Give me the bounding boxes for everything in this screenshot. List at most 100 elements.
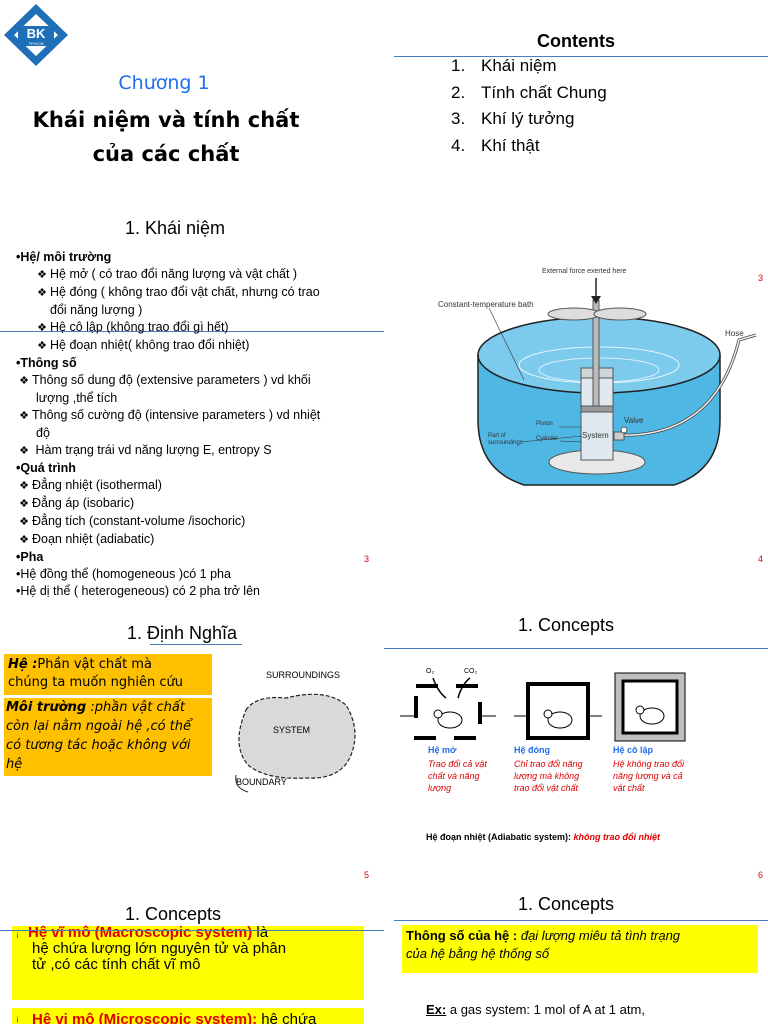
system-label: System: [582, 431, 609, 440]
bullet-heading: •Quá trình: [16, 461, 76, 475]
system-blob-figure: [235, 693, 356, 793]
bullet-text: Hàm trạng trái vd năng lượng E, entropy …: [32, 443, 272, 457]
bullet-heading: •Hệ/ môi trường: [16, 250, 112, 264]
page-number: 3: [364, 554, 370, 564]
slide-contents: Contents 1.Khái niệm 2.Tính chất Chung 3…: [384, 0, 768, 210]
diamond-bullet-icon: ❖: [37, 340, 47, 352]
slide3-body: •Hệ/ môi trường ❖Hệ mở ( có trao đổi năn…: [16, 249, 376, 600]
example-label: Ex:: [426, 1002, 447, 1017]
contents-title: Contents: [537, 31, 615, 51]
bullet-text: Đẳng tích (constant-volume /isochoric): [32, 514, 246, 528]
bullet-item: ❖Hệ cô lập (không trao đổi gì hết): [16, 319, 376, 337]
co2-label: CO₂: [464, 668, 478, 675]
contents-item: 4. Khí thật: [451, 133, 607, 160]
contents-item-number: 3.: [451, 109, 466, 128]
system-diagram-label: SYSTEM: [273, 725, 311, 735]
desc-line: vật chất: [613, 783, 645, 793]
contents-item-number: 2.: [451, 82, 466, 102]
valve-label: Valve: [624, 416, 644, 425]
contents-item-label: Khí thật: [481, 135, 540, 155]
bullet-continuation: độ: [36, 426, 50, 440]
slide8-title: 1. Concepts: [517, 894, 615, 914]
hose-label: Hose: [725, 329, 744, 338]
open-system-desc: Trao đổi cả vật chất và năng lượng: [428, 758, 487, 794]
bullet-heading: •Pha: [16, 550, 44, 564]
bullet-continuation: đổi năng lượng ): [50, 303, 143, 317]
micro-rest: hệ chứa: [257, 1011, 317, 1024]
desc-line: lượng: [428, 783, 452, 793]
closed-system-title: Hệ đóng: [514, 745, 550, 755]
bullet-item: ❖Hệ mở ( có trao đổi năng lượng và vật c…: [16, 266, 376, 284]
contents-item-number: 1.: [451, 56, 466, 75]
logo-text: BK: [26, 26, 46, 41]
system-def-line1: Phần vật chất mà: [37, 657, 152, 672]
bullet-text: Đẳng nhiệt (isothermal): [32, 478, 162, 492]
macro-line2: hệ chứa lượng lớn nguyên tử và phân: [32, 940, 287, 957]
diamond-bullet-icon: ❖: [19, 410, 29, 422]
open-system-icon: [400, 677, 496, 740]
isolated-system-title: Hệ cô lập: [613, 745, 654, 755]
surroundings-diagram-label: SURROUNDINGS: [266, 670, 341, 680]
bullet-item: ❖Đẳng tích (constant-volume /isochoric): [16, 513, 376, 531]
surroundings-def-line4: hệ: [6, 757, 23, 772]
bullet-item: ❖Thông số cường độ (intensive parameters…: [16, 407, 376, 425]
surroundings-def-line1: :phần vật chất: [86, 700, 185, 715]
logo-subtext: TP.HCM: [28, 41, 44, 46]
boundary-diagram-label: BOUNDARY: [236, 777, 287, 787]
slide-title: BK TP.HCM Chương 1 Khái niệm và tính chấ…: [0, 0, 384, 210]
parameter-def-line1: đại lượng miêu tả tình trạng: [517, 928, 681, 943]
open-system-figure: O₂ CO₂: [398, 668, 498, 742]
slide3-divider: [0, 331, 384, 332]
bullet-item: ❖Đẳng nhiệt (isothermal): [16, 477, 376, 495]
bullet-item: ❖Thông số dung độ (extensive parameters …: [16, 372, 376, 390]
parameter-term: Thông số của hệ :: [406, 928, 518, 943]
diamond-bullet-icon: ❖: [19, 516, 29, 528]
slide6-title: 1. Concepts: [517, 615, 615, 635]
desc-line: chất và năng: [428, 771, 480, 781]
diamond-bullet-icon: ❖: [19, 498, 29, 510]
diamond-bullet-icon: ❖: [19, 445, 29, 457]
adiabatic-system-note: Hệ đoạn nhiệt (Adiabatic system): không …: [426, 832, 660, 842]
bullet-text: Đoạn nhiệt (adiabatic): [32, 532, 155, 546]
example-line: Ex: a gas system: 1 mol of A at 1 atm,: [426, 1002, 645, 1017]
bullet-glyph: ¡: [16, 930, 19, 939]
contents-item: 1. Khái niệm: [451, 53, 607, 80]
macro-line3: tử ,có các tính chất vĩ mô: [32, 956, 201, 973]
macro-term: Hệ vĩ mô (Macroscopic system): [28, 924, 253, 941]
macro-rest: là: [252, 924, 269, 941]
contents-divider: [394, 56, 768, 57]
university-logo: BK TP.HCM: [2, 2, 70, 68]
slide7-divider: [0, 930, 384, 931]
diamond-bullet-icon: ❖: [19, 375, 29, 387]
bullet-item: ❖Đoạn nhiệt (adiabatic): [16, 531, 376, 549]
contents-item-label: Khái niệm: [481, 56, 557, 75]
bullet-text: Đẳng áp (isobaric): [32, 496, 135, 510]
micro-system-box: ¡ Hệ vi mô (Microscopic system): hệ chứa: [12, 1008, 364, 1024]
bullet-text: Thông số dung độ (extensive parameters )…: [32, 373, 311, 387]
bullet-heading: •Thông số: [16, 356, 77, 370]
slide-apparatus: 3 4: [384, 210, 768, 610]
force-label: External force exerted here: [542, 268, 627, 275]
slide-macro-micro: 1. Concepts ¡ Hệ vĩ mô (Macroscopic syst…: [0, 880, 384, 1024]
closed-system-icon: [514, 682, 602, 740]
page-number: 5: [364, 870, 370, 880]
isolated-system-figure: [614, 672, 686, 742]
contents-item-number: 4.: [451, 135, 466, 155]
closed-system-figure: [514, 670, 604, 742]
slide5-divider: [150, 644, 242, 645]
slide8-divider: [394, 920, 768, 921]
surroundings-def-line3: có tương tác hoặc không với: [6, 738, 191, 753]
slide7-title: 1. Concepts: [124, 904, 222, 924]
diamond-bullet-icon: ❖: [19, 480, 29, 492]
bullet-item: •Hệ dị thể ( heterogeneous) có 2 pha trở…: [16, 584, 260, 598]
contents-item: 3.Khí lý tưởng: [451, 106, 607, 133]
system-definition-box: Hệ :Phần vật chất mà chúng ta muốn nghiê…: [4, 654, 212, 695]
bullet-text: Hệ đoạn nhiệt( không trao đổi nhiệt): [50, 338, 250, 352]
corner-number: 3: [758, 273, 764, 283]
desc-line: Trao đổi cả vật: [428, 759, 487, 769]
adiabatic-desc: không trao đổi nhiệt: [573, 832, 661, 842]
surroundings-label-1: Part of: [488, 433, 506, 439]
surroundings-def-line2: còn lại nằm ngoài hệ ,có thể: [6, 719, 192, 734]
isolated-system-desc: Hệ không trao đổi năng lượng và cả vật c…: [613, 758, 684, 794]
bullet-item: •Hệ đồng thể (homogeneous )có 1 pha: [16, 567, 231, 581]
